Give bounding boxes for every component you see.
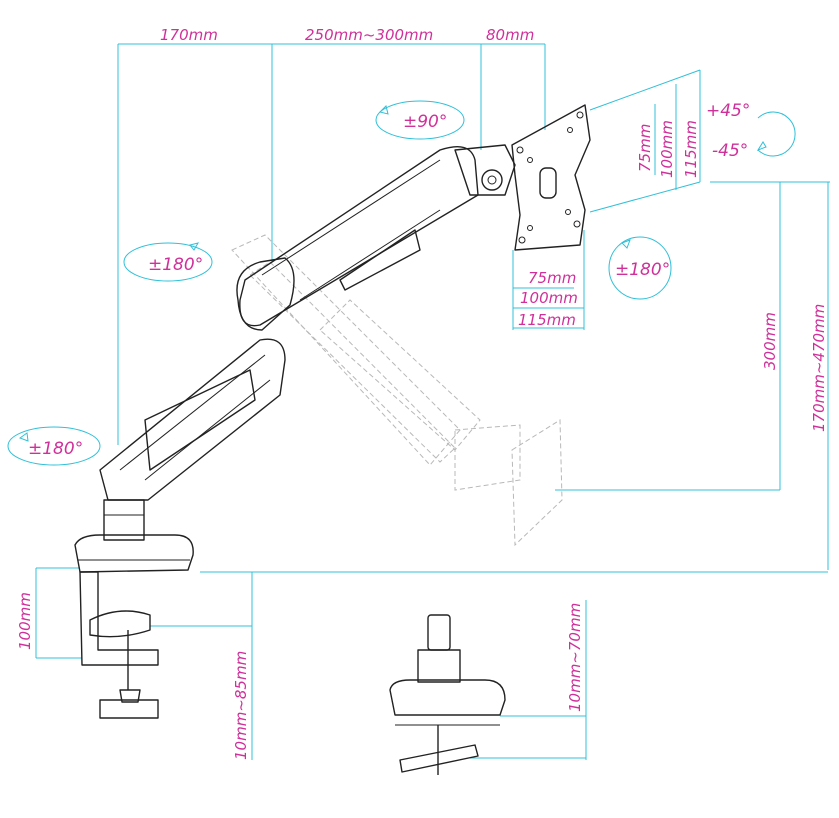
lower-arm-inset — [144, 369, 256, 471]
label-rotate-180-arm: ±180° — [148, 255, 203, 275]
label-10-70mm: 10mm~70mm — [566, 603, 584, 712]
rotate-180-arm-ellipse — [123, 242, 213, 282]
grommet-base — [389, 679, 506, 716]
dimension-lines — [35, 43, 830, 760]
label-250-300mm: 250mm~300mm — [305, 26, 433, 44]
label-80mm: 80mm — [486, 26, 534, 44]
ghost-arm — [231, 234, 563, 547]
label-vesa-h-75: 75mm — [528, 269, 576, 287]
label-vesa-v-115: 115mm — [682, 120, 700, 178]
rotation-indicators — [7, 100, 796, 466]
label-vesa-v-100: 100mm — [658, 120, 676, 178]
label-tilt-minus: -45° — [712, 141, 748, 161]
tilt-knob — [481, 169, 503, 191]
label-10-85mm: 10mm~85mm — [232, 651, 250, 760]
elbow-joint — [236, 257, 295, 331]
label-170-470mm: 170mm~470mm — [810, 304, 828, 432]
upper-arm — [239, 146, 479, 327]
grommet-pole — [427, 614, 451, 651]
label-100mm: 100mm — [16, 592, 34, 650]
label-rotate-90: ±90° — [403, 112, 447, 132]
label-rotate-180-base: ±180° — [28, 439, 83, 459]
label-vesa-h-100: 100mm — [520, 289, 578, 307]
rotate-180-plate-circle — [608, 236, 672, 300]
label-170mm: 170mm — [160, 26, 218, 44]
label-vesa-v-75: 75mm — [636, 124, 654, 172]
rotate-180-base-ellipse — [7, 426, 101, 466]
dimension-labels: 170mm 250mm~300mm 80mm ±90° ±180° ±180° … — [16, 26, 828, 760]
monitor-arm — [74, 144, 516, 719]
label-vesa-h-115: 115mm — [518, 311, 576, 329]
upper-arm-handle — [339, 229, 421, 291]
label-rotate-180-plate: ±180° — [615, 260, 670, 280]
head-joint — [454, 144, 516, 196]
pole — [103, 499, 145, 541]
clamp-body — [79, 571, 159, 666]
tilt-arc — [757, 111, 796, 157]
rotate-90-ellipse — [375, 100, 465, 140]
label-tilt-plus: +45° — [706, 101, 750, 121]
lower-arm — [99, 338, 286, 501]
desk-base — [74, 534, 194, 573]
grommet-bracket — [399, 744, 479, 773]
vesa-plate — [511, 104, 591, 251]
clamp-plate — [89, 610, 151, 638]
label-300mm: 300mm — [761, 312, 779, 370]
grommet-mount — [389, 614, 506, 775]
grommet-collar — [417, 649, 461, 683]
vesa-center-slot — [539, 167, 557, 199]
